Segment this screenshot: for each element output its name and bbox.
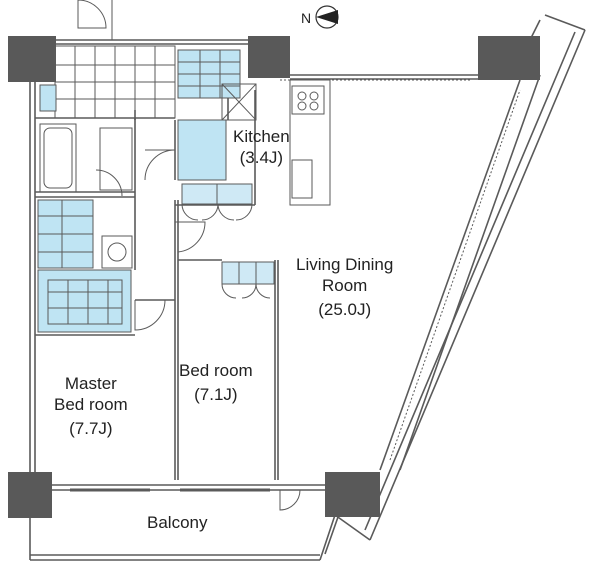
bedroom-name: Bed room	[179, 361, 253, 380]
master-name-line1: Master	[64, 374, 117, 393]
living-size: (25.0J)	[318, 300, 372, 319]
bedroom-label: Bed room (7.1J)	[179, 360, 253, 405]
bedroom-size: (7.1J)	[194, 385, 238, 404]
balcony-label: Balcony	[147, 512, 207, 533]
kitchen-label: Kitchen (3.4J)	[233, 126, 290, 168]
door-swings	[70, 79, 521, 511]
compass: N	[301, 5, 339, 29]
kitchen-name: Kitchen	[233, 127, 290, 146]
compass-north-letter: N	[301, 10, 311, 26]
master-name-line2: Bed room	[54, 395, 128, 414]
kitchen-size: (3.4J)	[239, 148, 284, 167]
cabinets	[181, 183, 275, 299]
interior-walls	[35, 90, 279, 480]
living-name-line1: Living Dining	[296, 255, 394, 274]
balcony-name: Balcony	[147, 513, 208, 532]
master-bedroom-label: Master Bed room (7.7J)	[54, 373, 128, 439]
living-dining-label: Living Dining Room (25.0J)	[296, 254, 393, 320]
master-size: (7.7J)	[69, 419, 113, 438]
entry-tiles	[54, 0, 176, 119]
columns	[8, 36, 540, 518]
living-name-line2: Room	[321, 276, 368, 295]
